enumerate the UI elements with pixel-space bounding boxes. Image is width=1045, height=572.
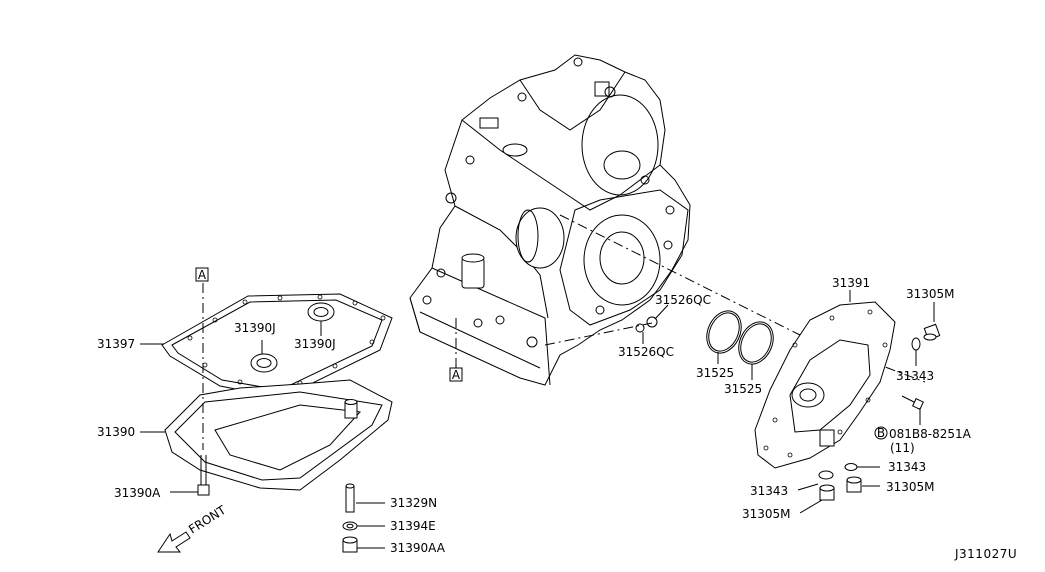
transmission-case (409, 54, 691, 386)
washer-31343-right (844, 463, 858, 471)
label-31390A: 31390A (114, 486, 161, 500)
seal-ring-31525-a (706, 310, 742, 354)
oil-pan-gasket (161, 293, 393, 399)
front-arrow: FRONT (157, 503, 229, 553)
bolt-081B8-8251A (901, 395, 924, 410)
oil-pan (164, 379, 393, 491)
label-31525-a: 31525 (696, 366, 734, 380)
label-31526QC-b: 31526QC (618, 345, 674, 359)
label-31390AA: 31390AA (390, 541, 446, 555)
seal-31390J-lower (250, 353, 278, 373)
label-31526QC-a: 31526QC (655, 293, 711, 307)
label-31525-b: 31525 (724, 382, 762, 396)
washer-31343-left (818, 470, 834, 480)
label-31343-b: 31343 (888, 460, 926, 474)
label-31390J-b: 31390J (294, 337, 336, 351)
label-bolt-qty: (11) (890, 441, 915, 455)
seal-centerline (544, 322, 653, 346)
label-31305M-a: 31305M (906, 287, 955, 301)
leader-lines (140, 290, 935, 549)
front-label: FRONT (186, 503, 229, 537)
plug-31305M-right (846, 476, 862, 493)
plug-31390AA (342, 536, 358, 553)
label-31305M-c: 31305M (742, 507, 791, 521)
label-31397: 31397 (97, 337, 135, 351)
seal-31390J-upper (307, 302, 335, 322)
label-31390: 31390 (97, 425, 135, 439)
ref-marker-a-case-text: A (452, 368, 461, 382)
label-31343-a: 31343 (896, 369, 934, 383)
plug-31305M-left (819, 484, 835, 501)
plug-31305M-upper (923, 323, 941, 341)
label-31329N: 31329N (390, 496, 437, 510)
ref-marker-a-pan-text: A (198, 268, 207, 282)
label-bolt-code: 081B8-8251A (889, 427, 972, 441)
diagram-id: J311027U (954, 547, 1017, 561)
ref-marker-a-case: A (449, 367, 463, 382)
label-31390J-a: 31390J (234, 321, 276, 335)
oring-31526QC (635, 316, 658, 333)
bolt-31390A (197, 455, 210, 496)
washer-31394E (342, 521, 358, 531)
label-31394E: 31394E (390, 519, 436, 533)
label-31343-c: 31343 (750, 484, 788, 498)
label-31391: 31391 (832, 276, 870, 290)
washer-31343-upper (911, 337, 921, 351)
label-31305M-b: 31305M (886, 480, 935, 494)
ref-marker-a-pan: A (195, 267, 209, 282)
side-cover-31391 (754, 301, 896, 469)
seal-ring-31525-b (738, 321, 774, 365)
bolt-31329N (345, 483, 355, 513)
bolt-marker: B (877, 426, 885, 440)
bolt-marker-circle (874, 426, 888, 440)
